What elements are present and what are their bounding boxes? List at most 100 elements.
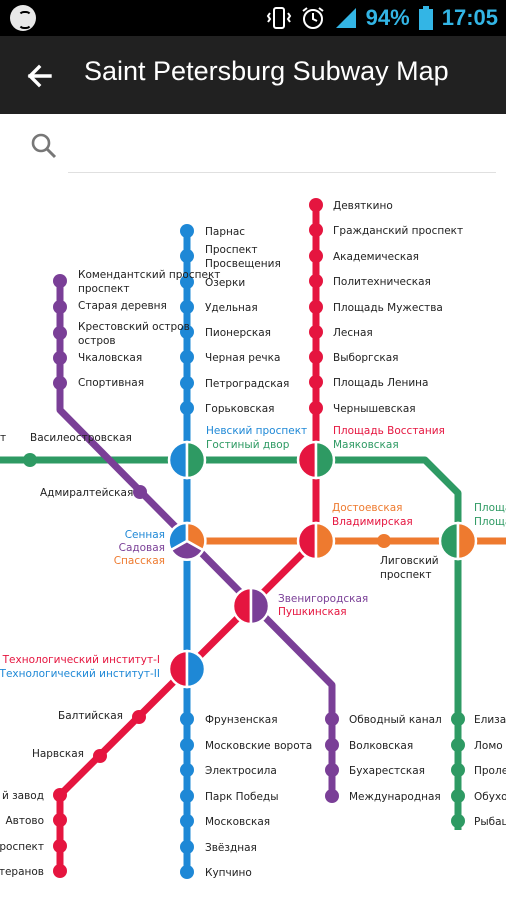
- station-label[interactable]: Обводный канал: [349, 714, 442, 726]
- station-dot[interactable]: [309, 350, 323, 364]
- transfer-sennaya[interactable]: [167, 521, 207, 561]
- station-dot[interactable]: [53, 300, 67, 314]
- station-label[interactable]: Московские ворота: [205, 740, 312, 752]
- station-label[interactable]: Петроградская: [205, 378, 289, 390]
- station-dot[interactable]: [53, 788, 67, 802]
- station-dot[interactable]: [53, 326, 67, 340]
- station-dot[interactable]: [309, 274, 323, 288]
- station-label[interactable]: Чкаловская: [78, 352, 142, 364]
- transfer-label-red[interactable]: Владимирская: [332, 516, 413, 528]
- station-label[interactable]: Василеостровская: [30, 432, 132, 444]
- station-dot[interactable]: [180, 325, 194, 339]
- station-label[interactable]: Выборгская: [333, 352, 398, 364]
- subway-map[interactable]: Комендантский проспект проспект Старая д…: [0, 174, 506, 900]
- station-label[interactable]: Площадь Ленина: [333, 377, 428, 389]
- transfer-label-green[interactable]: Площа: [474, 516, 506, 528]
- station-label[interactable]: Академическая: [333, 251, 419, 263]
- station-label[interactable]: Гражданский проспект: [333, 225, 463, 237]
- transfer-label-green[interactable]: Гостиный двор: [206, 439, 290, 451]
- station-dot[interactable]: [325, 712, 339, 726]
- station-label[interactable]: Комендантский проспект: [78, 269, 220, 281]
- transfer-label-orange[interactable]: Достоевская: [332, 502, 402, 514]
- station-dot[interactable]: [309, 325, 323, 339]
- station-dot[interactable]: [180, 275, 194, 289]
- station-label[interactable]: Проспект: [205, 244, 258, 256]
- search-bar[interactable]: [0, 114, 506, 174]
- station-dot[interactable]: [23, 453, 37, 467]
- station-dot[interactable]: [451, 814, 465, 828]
- transfer-label-purple[interactable]: Садовая: [119, 542, 165, 554]
- back-arrow-icon[interactable]: [20, 56, 60, 96]
- transfer-label-red[interactable]: Площадь Восстания: [333, 425, 445, 437]
- station-dot[interactable]: [180, 300, 194, 314]
- transfer-label-blue[interactable]: Сенная: [125, 529, 165, 541]
- station-label[interactable]: Балтийская: [58, 710, 123, 722]
- station-label[interactable]: Пионерская: [205, 327, 271, 339]
- station-dot[interactable]: [377, 534, 391, 548]
- station-dot[interactable]: [180, 224, 194, 238]
- station-dot[interactable]: [180, 249, 194, 263]
- transfer-dostoevskaya[interactable]: [296, 521, 336, 561]
- transfer-nevsky[interactable]: [167, 440, 207, 480]
- station-label[interactable]: Бухарестская: [349, 765, 425, 777]
- transfer-label-green[interactable]: Маяковская: [333, 439, 399, 451]
- station-label[interactable]: Фрунзенская: [205, 714, 278, 726]
- station-label[interactable]: Международная: [349, 791, 441, 803]
- station-dot[interactable]: [53, 839, 67, 853]
- station-label[interactable]: Озерки: [205, 277, 245, 289]
- station-label[interactable]: Девяткино: [333, 200, 393, 212]
- station-label[interactable]: Горьковская: [205, 403, 275, 415]
- transfer-right[interactable]: [438, 521, 478, 561]
- station-label[interactable]: й завод: [2, 790, 44, 802]
- transfer-tech[interactable]: [167, 649, 207, 689]
- station-label[interactable]: Лесная: [333, 327, 373, 339]
- transfer-label-orange[interactable]: Спасская: [114, 555, 165, 567]
- station-dot[interactable]: [180, 712, 194, 726]
- station-label[interactable]: Елиза: [474, 714, 506, 726]
- station-dot[interactable]: [325, 789, 339, 803]
- transfer-zvenigorodskaya[interactable]: [231, 586, 271, 626]
- station-dot[interactable]: [180, 865, 194, 879]
- station-label[interactable]: Спортивная: [78, 377, 144, 389]
- station-dot[interactable]: [325, 763, 339, 777]
- station-dot[interactable]: [180, 350, 194, 364]
- station-dot[interactable]: [451, 763, 465, 777]
- station-label[interactable]: Волковская: [349, 740, 413, 752]
- station-label[interactable]: Автово: [5, 815, 44, 827]
- station-label[interactable]: Площадь Мужества: [333, 302, 443, 314]
- station-dot[interactable]: [309, 249, 323, 263]
- station-label[interactable]: Московская: [205, 816, 270, 828]
- station-dot[interactable]: [451, 712, 465, 726]
- transfer-label-red[interactable]: Технологический институт-I: [2, 654, 160, 666]
- station-dot[interactable]: [325, 738, 339, 752]
- station-label[interactable]: ветеранов: [0, 866, 44, 878]
- station-dot[interactable]: [180, 763, 194, 777]
- station-label[interactable]: Чернышевская: [333, 403, 416, 415]
- station-label[interactable]: Адмиралтейская: [40, 487, 133, 499]
- station-dot[interactable]: [180, 401, 194, 415]
- station-label[interactable]: проспект: [0, 841, 44, 853]
- station-dot[interactable]: [309, 300, 323, 314]
- search-icon[interactable]: [30, 132, 58, 160]
- station-dot[interactable]: [309, 401, 323, 415]
- station-dot[interactable]: [309, 375, 323, 389]
- transfer-vosstaniya[interactable]: [296, 440, 336, 480]
- station-label[interactable]: Старая деревня: [78, 300, 167, 312]
- station-dot[interactable]: [180, 738, 194, 752]
- station-dot[interactable]: [180, 814, 194, 828]
- station-label[interactable]: Нарвская: [32, 748, 84, 760]
- station-label[interactable]: Обухо: [474, 791, 506, 803]
- transfer-label-blue[interactable]: Невский проспект: [206, 425, 307, 437]
- station-label[interactable]: Купчино: [205, 867, 252, 879]
- station-dot[interactable]: [53, 274, 67, 288]
- station-label[interactable]: Электросила: [205, 765, 277, 777]
- station-label[interactable]: Крестовский остров: [78, 321, 190, 333]
- station-label[interactable]: Удельная: [205, 302, 258, 314]
- station-label[interactable]: Ломо: [474, 740, 503, 752]
- station-label[interactable]: Проле: [474, 765, 506, 777]
- transfer-label-blue[interactable]: Технологический институт-II: [0, 668, 160, 680]
- station-dot[interactable]: [451, 738, 465, 752]
- station-label[interactable]: Рыбац: [474, 816, 506, 828]
- transfer-label-purple[interactable]: Звенигородская: [278, 593, 368, 605]
- station-dot[interactable]: [133, 485, 147, 499]
